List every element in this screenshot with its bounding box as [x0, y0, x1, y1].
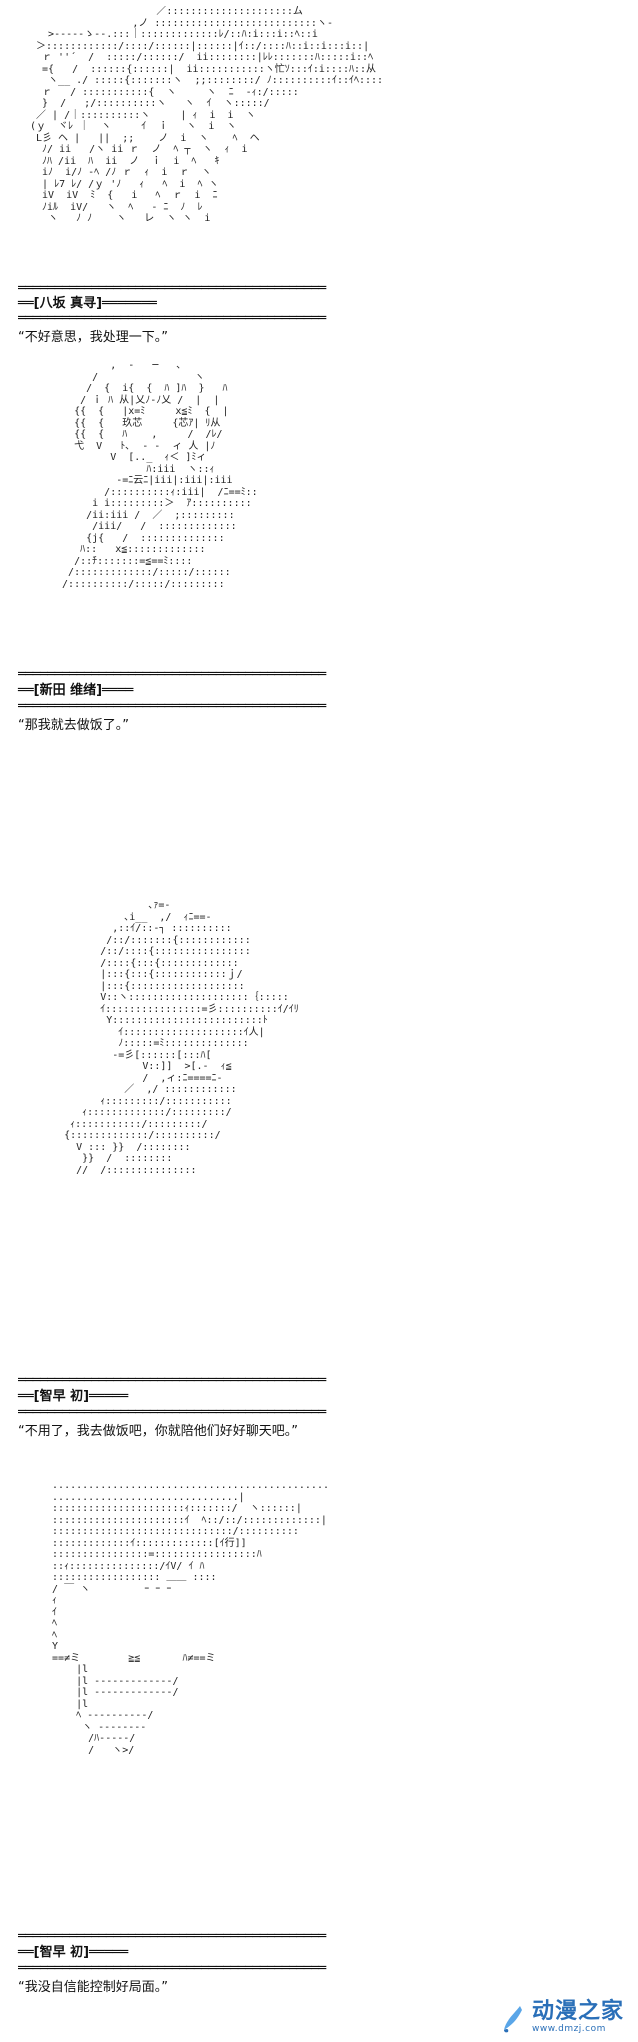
ascii-art-2: , ‐ ─ ､ / ヽ / { i{ { ﾊ ]ﾊ } ﾊ / ｉ ﾊ 从|乂ﾉ… — [62, 360, 258, 590]
dialogue-text: “我没自信能控制好局面。” — [18, 1980, 168, 1995]
panel-1: ／:::::::::::::::::::::ム ,ノ :::::::::::::… — [0, 0, 638, 360]
separator-line: ════════════════════════════════════════… — [18, 1406, 326, 1420]
brush-icon — [500, 2004, 526, 2034]
logo-text: 动漫之家 www.dmzj.com — [531, 1999, 624, 2035]
separator-line: ════════════════════════════════════════… — [18, 1930, 326, 1944]
ascii-art-4: ........................................… — [52, 1480, 329, 1756]
dialogue-text: “不好意思，我处理一下。” — [18, 330, 168, 345]
separator-line: ════════════════════════════════════════… — [18, 1374, 326, 1388]
separator-line: ════════════════════════════════════════… — [18, 1962, 326, 1976]
separator-line: ════════════════════════════════════════… — [18, 700, 326, 714]
speaker-label: ══[新田 维绪]════ — [18, 683, 134, 698]
separator-line: ════════════════════════════════════════… — [18, 668, 326, 682]
separator-line: ════════════════════════════════════════… — [18, 282, 326, 296]
site-logo[interactable]: 动漫之家 www.dmzj.com — [500, 2000, 624, 2034]
speaker-label: ══[八坂 真寻]═══════ — [18, 296, 157, 311]
panel-4: ........................................… — [0, 1460, 638, 2042]
logo-url: www.dmzj.com — [531, 2024, 606, 2034]
panel-3: ､ｧ=‐ ､i__ ,/ ｨﾆ==‐ ,::ｲ/::-┐ :::::::::: … — [0, 900, 638, 1404]
dialogue-text: “那我就去做饭了。” — [18, 718, 129, 733]
logo-name: 动漫之家 — [531, 1999, 624, 2024]
panel-3-footer: ════════════════════════════════════════… — [0, 1400, 638, 1460]
panel-2: , ‐ ─ ､ / ヽ / { i{ { ﾊ ]ﾊ } ﾊ / ｉ ﾊ 从|乂ﾉ… — [0, 360, 638, 900]
speaker-label: ══[智早 初]═════ — [18, 1945, 129, 1960]
ascii-art-3: ､ｧ=‐ ､i__ ,/ ｨﾆ==‐ ,::ｲ/::-┐ :::::::::: … — [64, 900, 299, 1176]
dialogue-text: “不用了，我去做饭吧，你就陪他们好好聊天吧。” — [18, 1424, 298, 1439]
ascii-art-1: ／:::::::::::::::::::::ム ,ノ :::::::::::::… — [30, 6, 384, 224]
speaker-label: ══[智早 初]═════ — [18, 1389, 129, 1404]
separator-line: ════════════════════════════════════════… — [18, 312, 326, 326]
